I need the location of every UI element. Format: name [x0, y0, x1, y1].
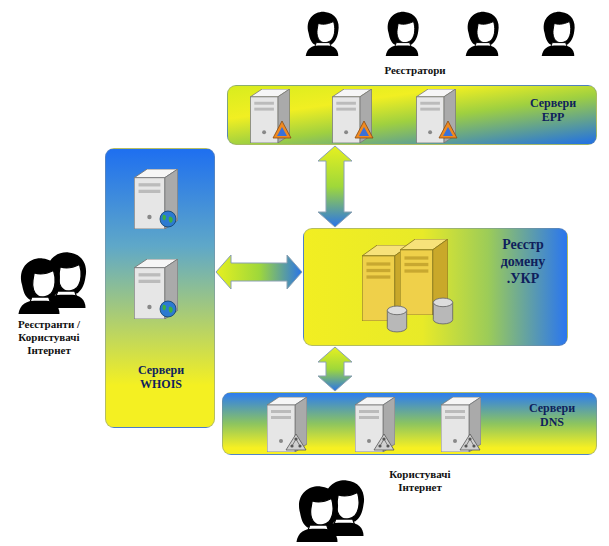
registrant-people — [18, 252, 86, 314]
registrars-label: Реєстратори — [355, 64, 475, 77]
double-arrow — [318, 146, 352, 227]
epp-server-icons — [228, 86, 468, 146]
registry-server-icons — [304, 229, 484, 347]
epp-server-band: Сервери EPP — [227, 85, 597, 145]
internet-users-label: Користувачі Інтернет — [372, 468, 468, 494]
double-arrow — [318, 347, 352, 391]
node-title: Реєстр домену .УКР — [484, 237, 562, 287]
node-title: Сервери EPP — [520, 96, 586, 125]
dns-server-band: Сервери DNS — [222, 392, 597, 455]
registry-box: Реєстр домену .УКР — [303, 228, 568, 346]
node-title: Сервери DNS — [517, 401, 587, 430]
internet-user-people — [296, 480, 364, 542]
double-arrow — [216, 255, 302, 289]
registrants-label: Реєстранти / Користувачі Інтернет — [2, 318, 96, 358]
whois-server-band: Сервери WHOIS — [105, 148, 215, 428]
registrar-people — [306, 12, 575, 56]
whois-server-icons — [106, 149, 216, 349]
node-title: Сервери WHOIS — [118, 363, 204, 392]
dns-server-icons — [231, 393, 491, 456]
